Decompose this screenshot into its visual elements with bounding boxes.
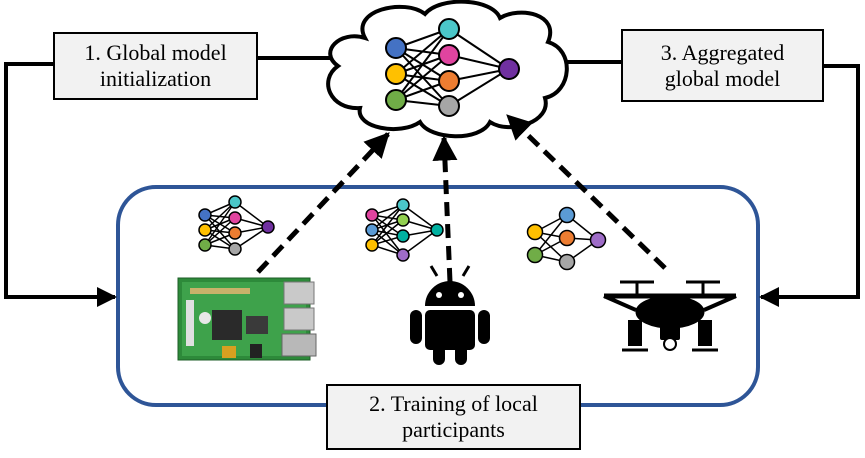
nn-node [365,238,379,252]
nn-node [228,226,242,240]
nn-node [385,63,407,85]
nn-edge [402,204,438,231]
step3-aggregated-global-model-label: 3. Aggregated global model [621,29,824,102]
nn-node [438,44,460,66]
nn-edge [204,201,236,246]
step1-line2: initialization [99,66,212,91]
nn-node [198,223,212,237]
nn-node [198,208,212,222]
nn-node [396,213,410,227]
nn-node [526,223,544,241]
upload-arrow-drone [506,114,667,270]
nn-edge [234,201,269,228]
nn-node [228,211,242,225]
raspberry-pi-board-icon [177,277,317,361]
left-loop-connector [4,62,117,307]
nn-edge [448,28,510,70]
nn-node [396,198,410,212]
nn-node [438,70,460,92]
nn-edge [204,201,236,231]
nn-node [430,223,444,237]
neural-network-icon [385,18,520,117]
local-model-1-icon [198,195,275,256]
nn-node [558,206,576,224]
local-model-2-icon [365,198,444,262]
nn-node [396,229,410,243]
right-loop-connector [759,64,860,307]
nn-node [385,37,407,59]
nn-node [558,229,576,247]
step3-line1: 3. Aggregated [660,39,785,65]
upload-arrow-android [432,135,458,283]
nn-node [438,18,460,40]
nn-node [526,246,544,264]
step2-line1: 2. Training of local [369,391,538,416]
android-robot-icon [410,265,490,365]
nn-node [498,58,520,80]
step1-line1: 1. Global model [84,40,227,65]
nn-edge [395,28,450,75]
nn-node [589,231,607,249]
nn-edge [395,28,450,101]
nn-edge [395,54,450,101]
nn-node [228,195,242,209]
step2-training-of-local-participants-label: 2. Training of local participants [326,384,581,450]
nn-node [198,238,212,252]
nn-edge [371,204,404,246]
nn-node [558,253,576,271]
nn-node [261,220,275,234]
nn-node [438,95,460,117]
nn-node [365,223,379,237]
nn-node [365,208,379,222]
nn-edge [402,229,438,256]
nn-edge [448,68,510,107]
nn-node [396,248,410,262]
drone-icon [603,280,737,352]
nn-node [228,242,242,256]
step2-line2: participants [402,417,505,442]
nn-node [385,89,407,111]
step3-line2: global model [664,65,781,91]
step1-global-model-initialization-label: 1. Global model initialization [53,32,258,100]
local-model-3-icon [526,206,607,271]
upload-arrow-raspberry-pi [256,132,390,274]
nn-edge [534,214,568,256]
nn-edge [371,214,404,256]
